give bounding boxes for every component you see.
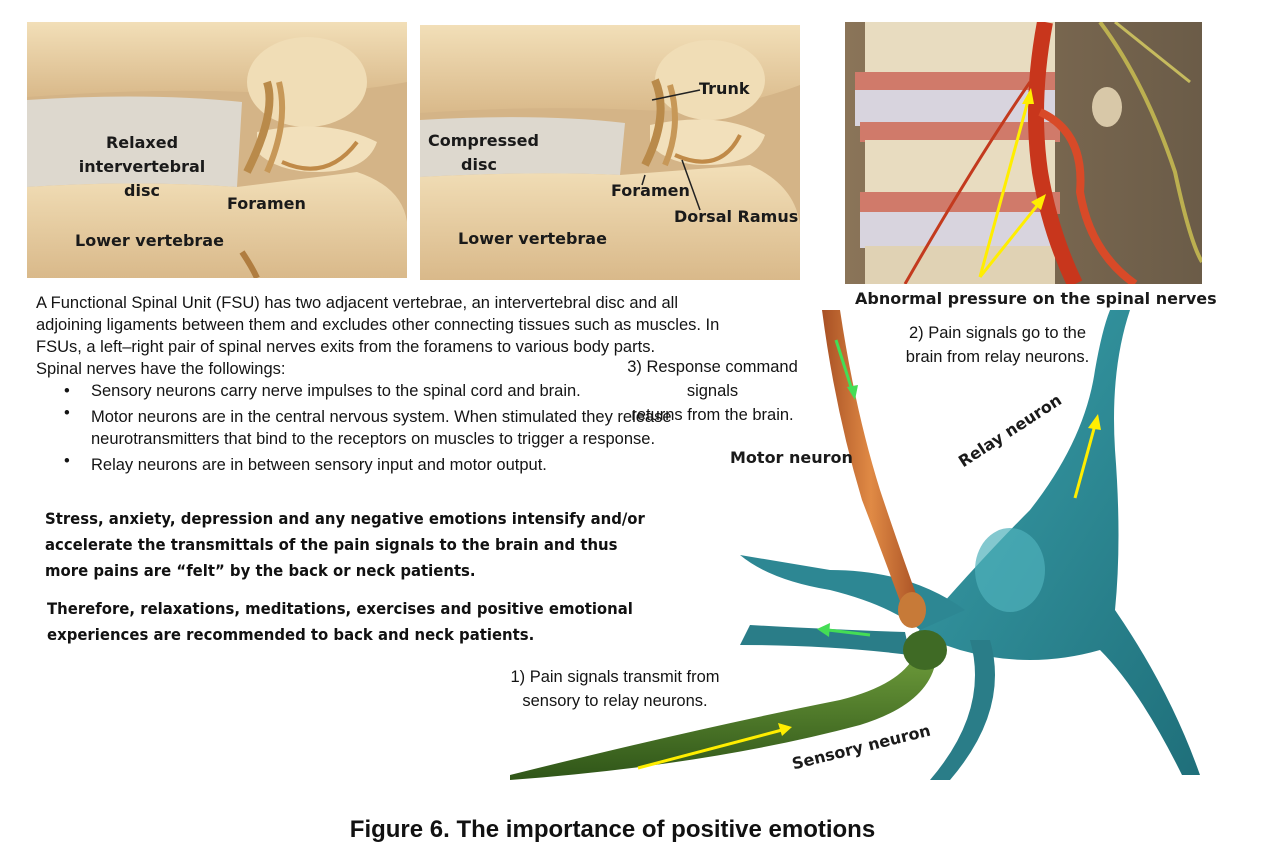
list-item: Sensory neurons carry nerve impulses to … [36,380,676,402]
pressure-caption: Abnormal pressure on the spinal nerves [855,289,1217,308]
step-1-caption: 1) Pain signals transmit from sensory to… [510,668,720,710]
figure-title: Figure 6. The importance of positive emo… [349,816,876,843]
motor-neuron-label: Motor neuron [730,448,853,467]
list-item: Motor neurons are in the central nervous… [36,402,676,450]
neuron-illustration [510,310,1200,780]
relaxed-foramen-label: Foramen [227,194,306,213]
compressed-disc-label: Compressed disc [428,131,539,174]
trunk-label: Trunk [699,79,750,98]
fsu-description: A Functional Spinal Unit (FSU) has two a… [36,292,756,476]
spinal-nerves-intro: Spinal nerves have the followings: [36,360,286,378]
step-3-caption: 3) Response command signals returns from… [627,358,798,424]
compressed-foramen-label: Foramen [611,181,690,200]
dorsal-ramus-label: Dorsal Ramus [674,207,799,226]
step-2-caption: 2) Pain signals go to the brain from rel… [905,324,1090,366]
compressed-disc-illustration [420,25,800,280]
recommendation: Therefore, relaxations, meditations, exe… [47,599,633,644]
relaxed-disc-label: Relaxed intervertebral disc [78,133,206,200]
spinal-nerve-pressure-illustration [845,22,1202,284]
relaxed-disc-illustration [27,22,407,278]
list-item: Relay neurons are in between sensory inp… [36,450,676,476]
emotions-warning: Stress, anxiety, depression and any nega… [45,509,645,580]
relaxed-vertebrae-label: Lower vertebrae [75,231,224,250]
spinal-nerves-list: Sensory neurons carry nerve impulses to … [36,380,676,476]
fsu-paragraph: A Functional Spinal Unit (FSU) has two a… [36,294,720,356]
compressed-vertebrae-label: Lower vertebrae [458,229,607,248]
